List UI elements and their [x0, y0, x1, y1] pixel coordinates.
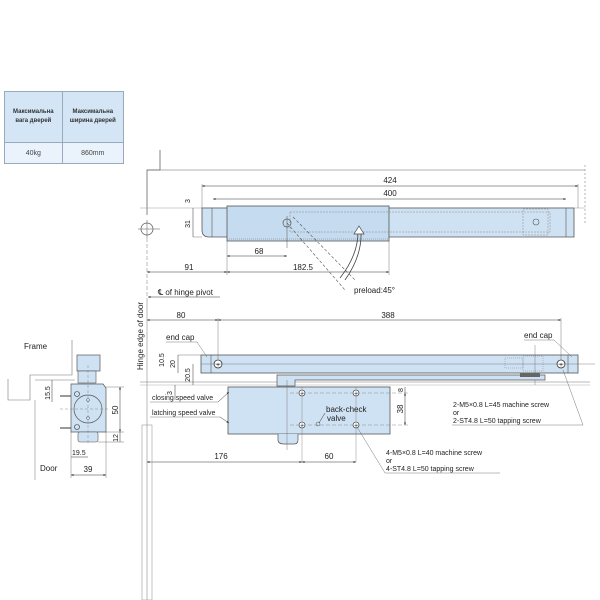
dim-91: 91	[185, 263, 194, 272]
screw-note-2a: 2-M5×0.8 L=45 machine screw	[453, 402, 550, 409]
frame-label: Frame	[24, 342, 48, 351]
dim-388: 388	[381, 311, 395, 320]
top-view: 424 400 3 31 68 91 182.5 ℄ of hinge pivo…	[138, 150, 586, 300]
svg-text:+: +	[300, 392, 304, 398]
track-plate	[226, 205, 390, 242]
dim-19-5: 19.5	[72, 450, 86, 457]
back-check-label-2: valve	[327, 414, 346, 423]
svg-text:+: +	[300, 424, 304, 430]
preload-arrow-icon	[353, 225, 365, 235]
svg-text:+: +	[354, 392, 358, 398]
frame-profile	[7, 340, 73, 401]
closing-valve-label: closing speed valve	[152, 395, 213, 402]
dim-182-5: 182.5	[293, 263, 314, 272]
svg-text:+: +	[559, 362, 563, 369]
svg-text:+: +	[354, 424, 358, 430]
screw-note-2c: 2-ST4.8 L=50 tapping screw	[453, 418, 542, 425]
dim-68: 68	[255, 247, 264, 256]
back-check-valve-icon	[315, 421, 321, 427]
screw-note-4c: 4-ST4.8 L=50 tapping screw	[386, 466, 475, 473]
dim-3-front: 3	[167, 391, 174, 395]
screw-note-2b: or	[453, 410, 460, 417]
preload-label: preload:45°	[354, 286, 395, 295]
dim-38: 38	[396, 404, 405, 413]
dim-8: 8	[398, 388, 405, 392]
door-label: Door	[40, 464, 58, 473]
end-cap-right-label: end cap	[524, 331, 553, 340]
dim-50: 50	[111, 405, 120, 414]
header-max-weight: Максимальна вага дверей	[4, 91, 63, 143]
dim-176: 176	[214, 452, 228, 461]
dim-80: 80	[177, 311, 186, 320]
side-rail	[76, 354, 101, 372]
dim-15-5: 15.5	[45, 386, 52, 400]
spec-table: Максимальна вага дверей Максимальна шири…	[4, 91, 125, 164]
dim-60: 60	[325, 452, 334, 461]
end-cap-left-label: end cap	[166, 333, 195, 342]
dim-400: 400	[383, 189, 397, 198]
svg-text:+: +	[216, 362, 220, 369]
frame-outline	[146, 150, 161, 215]
value-max-width: 860mm	[61, 142, 125, 164]
dim-31: 31	[185, 220, 192, 228]
dim-424: 424	[383, 176, 397, 185]
back-check-label: back-check	[326, 405, 367, 414]
latching-valve-label: latching speed valve	[152, 410, 216, 417]
side-view: Frame Door 15.5 50 12 19.5 39	[7, 340, 124, 480]
dim-12: 12	[113, 434, 120, 442]
screw-note-4b: or	[386, 458, 393, 465]
dim-3: 3	[185, 199, 192, 203]
slide-arm	[276, 374, 546, 387]
closer-body-front	[227, 386, 391, 435]
hinge-pivot-label: ℄ of hinge pivot	[157, 288, 214, 297]
header-max-width: Максимальна ширина дверей	[61, 91, 125, 143]
dim-20-5: 20.5	[185, 368, 192, 382]
hinge-edge-label: Hinge edge of door	[136, 302, 145, 370]
dim-20: 20	[170, 360, 177, 368]
front-view: Hinge edge of door + + + + + +	[136, 300, 595, 600]
dim-10-5: 10.5	[159, 353, 166, 367]
screw-note-4a: 4-M5×0.8 L=40 machine screw	[386, 450, 483, 457]
dim-39: 39	[84, 465, 93, 474]
